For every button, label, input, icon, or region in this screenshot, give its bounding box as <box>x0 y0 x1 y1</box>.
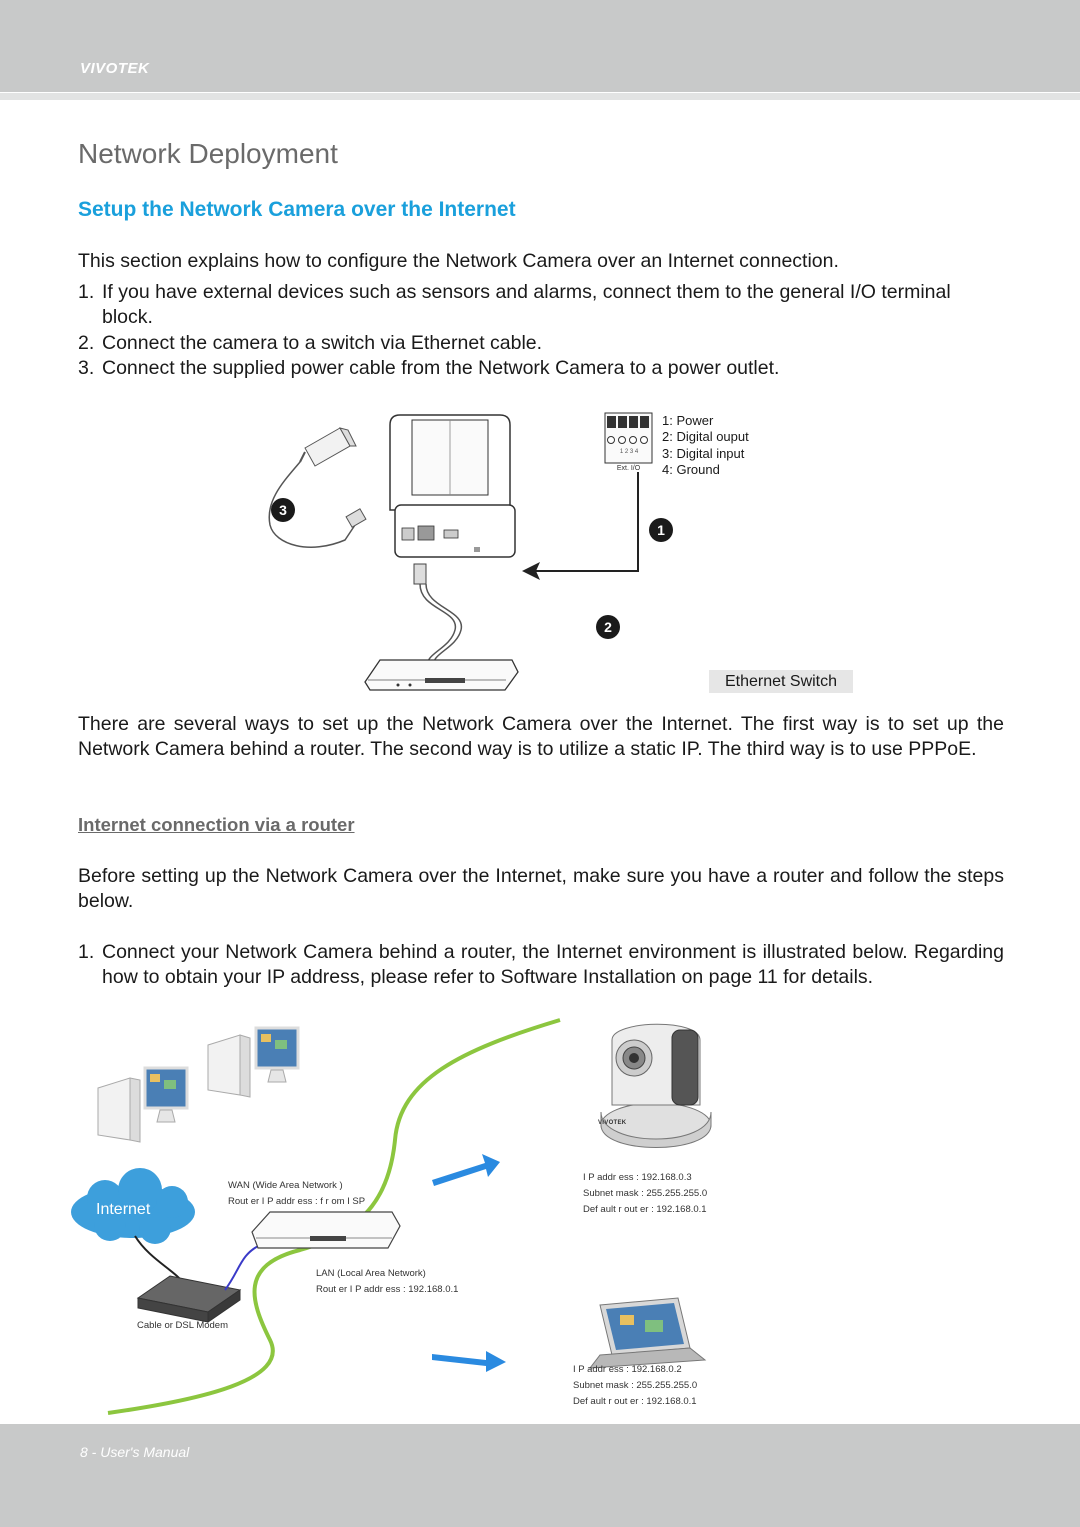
blue-arrow-icon <box>432 1351 506 1372</box>
router-intro-paragraph: Before setting up the Network Camera ove… <box>78 865 1004 912</box>
page-title: Network Deployment <box>78 138 338 169</box>
camera-connection-diagram <box>268 412 673 691</box>
step-text: Connect your Network Camera behind a rou… <box>102 941 1004 988</box>
laptop-ip: I P addr ess : 192.168.0.2 <box>573 1364 682 1375</box>
internet-label: Internet <box>96 1201 151 1218</box>
network-topology-diagram <box>71 1018 712 1415</box>
step-item: 3. Connect the supplied power cable from… <box>78 356 1004 381</box>
desktop-computer-icon <box>97 1066 189 1143</box>
methods-paragraph: There are several ways to set up the Net… <box>78 713 1004 760</box>
header-rule <box>0 92 1080 100</box>
internet-boundary-line <box>107 1018 561 1415</box>
callout-2 <box>596 615 620 639</box>
camera-rear-icon <box>389 414 516 558</box>
io-block-label: Ext. I/O <box>616 465 641 472</box>
step-text: Connect the camera to a switch via Ether… <box>102 332 543 354</box>
step-text: Connect the supplied power cable from th… <box>102 357 780 379</box>
ethernet-cable-icon <box>413 563 462 669</box>
page-header <box>0 0 1080 92</box>
connection-arrow <box>522 472 639 580</box>
step-number: 1. <box>78 941 95 963</box>
step-text: If you have external devices such as sen… <box>102 281 951 328</box>
internet-cloud-icon <box>71 1168 195 1244</box>
camera-subnet: Subnet mask : 255.255.255.0 <box>583 1188 708 1199</box>
io-label-digital-input: 3: Digital input <box>662 446 745 461</box>
camera-ip: I P addr ess : 192.168.0.3 <box>583 1172 692 1183</box>
step-number: 1. <box>78 281 95 303</box>
router-icon <box>251 1211 401 1249</box>
ethernet-switch-label: Ethernet Switch <box>709 670 853 693</box>
cable-modem-icon <box>136 1275 242 1323</box>
intro-paragraph: This section explains how to configure t… <box>78 250 839 272</box>
router-step-item: 1. Connect your Network Camera behind a … <box>78 940 1004 990</box>
camera-brand-label: VIVOTEK <box>598 1120 627 1126</box>
ethernet-switch-icon <box>364 659 519 691</box>
brand-logo: VIVOTEK <box>80 60 150 77</box>
step-item: 2. Connect the camera to a switch via Et… <box>78 331 1004 356</box>
footer-page-label: 8 - User's Manual <box>80 1444 190 1460</box>
section-heading: Internet connection via a router <box>78 814 355 835</box>
wan-router-ip: Rout er I P addr ess : f r om I SP <box>228 1196 366 1207</box>
power-adapter-icon <box>268 427 367 548</box>
desktop-computer-icon <box>207 1026 300 1098</box>
lan-label: LAN (Local Area Network) <box>316 1268 426 1279</box>
callout-3-label: 3 <box>279 502 287 518</box>
lan-router-ip: Rout er I P addr ess : 192.168.0.1 <box>316 1284 459 1295</box>
page-footer <box>0 1424 1080 1527</box>
blue-arrow-icon <box>432 1154 500 1186</box>
laptop-icon <box>588 1297 707 1369</box>
io-terminal-block-icon <box>604 412 653 464</box>
io-pin-numbers: 1 2 3 4 <box>619 449 639 455</box>
callout-2-label: 2 <box>604 619 612 635</box>
io-label-ground: 4: Ground <box>662 462 720 477</box>
step-number: 3. <box>78 357 95 379</box>
callout-1 <box>649 518 673 542</box>
section-subtitle: Setup the Network Camera over the Intern… <box>78 198 516 221</box>
laptop-subnet: Subnet mask : 255.255.255.0 <box>573 1380 698 1391</box>
camera-gateway: Def ault r out er : 192.168.0.1 <box>583 1204 707 1215</box>
step-number: 2. <box>78 332 95 354</box>
step-item: 1. If you have external devices such as … <box>78 280 1004 330</box>
io-label-digital-output: 2: Digital ouput <box>662 429 749 444</box>
io-label-power: 1: Power <box>662 413 714 428</box>
callout-1-label: 1 <box>657 522 665 538</box>
network-camera-icon <box>600 1023 712 1148</box>
callout-3 <box>271 498 295 522</box>
wan-label: WAN (Wide Area Network ) <box>228 1180 343 1191</box>
modem-label: Cable or DSL Modem <box>137 1320 228 1331</box>
laptop-gateway: Def ault r out er : 192.168.0.1 <box>573 1396 697 1407</box>
